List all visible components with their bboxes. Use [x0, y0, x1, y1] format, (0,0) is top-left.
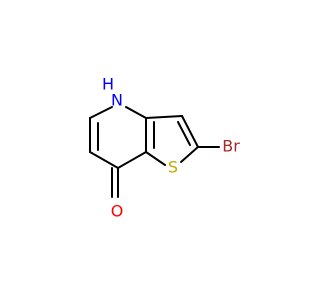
- atom-s-label: S: [168, 158, 178, 177]
- bond-co-c: [117, 151, 147, 169]
- bond-c-c-thiophene: [181, 115, 199, 148]
- bond-n-c: [89, 106, 113, 119]
- bond-c-s: [145, 151, 166, 166]
- bond-c-c-thiophene-inner: [177, 121, 191, 146]
- bond-s-c: [180, 146, 199, 163]
- atom-o-label: O: [111, 202, 124, 221]
- atom-br-label: Br: [222, 137, 240, 156]
- bond-fusion-n: [125, 106, 147, 119]
- structure-diagram: N H S Br O: [89, 75, 240, 221]
- bond-c-fusion-top: [145, 115, 183, 119]
- bond-c-c-ring-left: [89, 151, 119, 169]
- molecule-canvas: N H S Br O: [89, 75, 240, 221]
- atom-n-label: N: [111, 91, 123, 110]
- atom-h-label: H: [102, 75, 114, 94]
